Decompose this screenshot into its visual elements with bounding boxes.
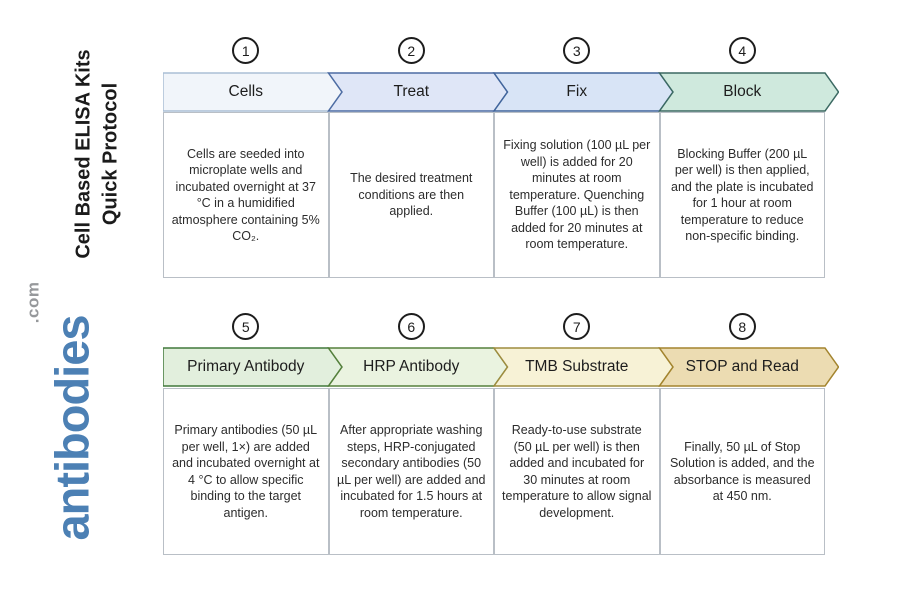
step-number-badge: 5 — [232, 313, 260, 340]
step-number-badge: 7 — [563, 313, 591, 340]
step-description: Ready-to-use substrate (50 µL per well) … — [502, 423, 652, 520]
vertical-title: Cell Based ELISA Kits Quick Protocol — [70, 47, 128, 262]
logo-domain-suffix: .com — [23, 281, 42, 324]
step-description-box: Finally, 50 µL of Stop Solution is added… — [659, 388, 825, 555]
step-header: TMB Substrate — [525, 357, 629, 375]
vertical-title-line2: Quick Protocol — [99, 82, 121, 226]
step-description-box: Fixing solution (100 µL per well) is add… — [494, 112, 660, 278]
step-description: Primary antibodies (50 µL per well, 1×) … — [172, 423, 320, 520]
step-header: HRP Antibody — [363, 357, 460, 375]
step-description: Fixing solution (100 µL per well) is add… — [503, 138, 651, 252]
step-number: 4 — [738, 42, 747, 59]
step-description: Blocking Buffer (200 µL per well) is the… — [671, 146, 814, 244]
step-description-box: Ready-to-use substrate (50 µL per well) … — [494, 388, 660, 555]
step-number-badge: 1 — [232, 37, 260, 64]
step-number: 2 — [407, 42, 416, 59]
step-number: 3 — [572, 42, 581, 59]
arrow-band-row-2 — [163, 347, 839, 387]
step-header: Treat — [393, 82, 430, 100]
step-description: Finally, 50 µL of Stop Solution is added… — [669, 439, 815, 504]
step-number-badge: 4 — [728, 37, 756, 64]
step-description: Cells are seeded into microplate wells a… — [171, 146, 320, 244]
step-number-badge: 2 — [397, 37, 425, 64]
step-number: 8 — [738, 318, 747, 335]
step-description-box: Blocking Buffer (200 µL per well) is the… — [659, 112, 825, 278]
step-number-badge: 6 — [397, 313, 425, 340]
step-4-arrow — [658, 72, 839, 112]
step-number-badge: 8 — [728, 313, 756, 340]
step-header: Cells — [228, 82, 263, 100]
step-description-box: Cells are seeded into microplate wells a… — [163, 112, 329, 278]
vertical-title-line1: Cell Based ELISA Kits — [72, 49, 94, 259]
step-description-box: After appropriate washing steps, HRP-con… — [328, 388, 494, 555]
step-number: 6 — [407, 318, 416, 335]
step-number: 7 — [572, 318, 581, 335]
step-number-badge: 3 — [563, 37, 591, 64]
step-header: Fix — [566, 82, 588, 100]
step-header: Block — [723, 82, 762, 100]
step-number: 5 — [241, 318, 250, 335]
step-description: After appropriate washing steps, HRP-con… — [337, 423, 486, 520]
logo-wordmark: antibodies — [45, 315, 98, 541]
step-number: 1 — [241, 42, 250, 59]
step-8-arrow — [658, 347, 839, 387]
step-description: The desired treatment conditions are the… — [350, 171, 473, 219]
arrow-band-row-1 — [163, 72, 839, 112]
step-header: Primary Antibody — [187, 357, 305, 375]
antibodies-logo: antibodies .com — [23, 282, 104, 571]
step-description-box: The desired treatment conditions are the… — [328, 112, 494, 278]
step-description-box: Primary antibodies (50 µL per well, 1×) … — [163, 388, 329, 555]
step-header: STOP and Read — [685, 357, 799, 375]
